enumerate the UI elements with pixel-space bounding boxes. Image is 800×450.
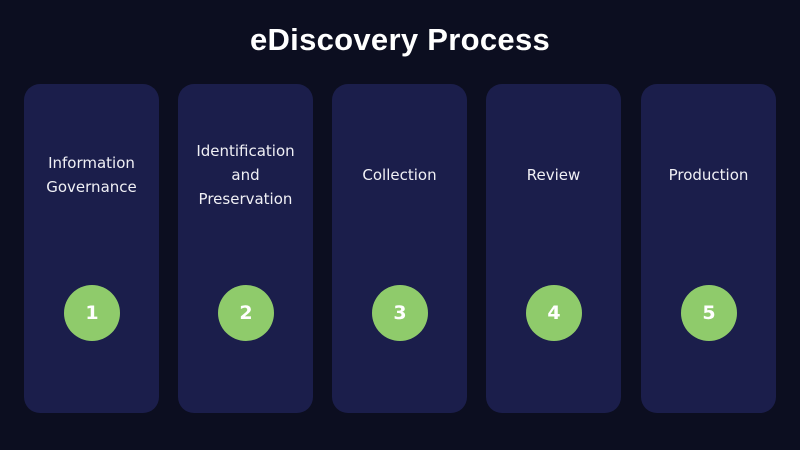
step-number-badge: 4 xyxy=(526,285,582,341)
step-number-badge: 2 xyxy=(218,285,274,341)
step-card-5: Production 5 xyxy=(641,84,776,413)
step-label: Production xyxy=(668,166,749,184)
step-number-badge: 1 xyxy=(64,285,120,341)
step-label: Review xyxy=(526,166,581,184)
step-card-3: Collection 3 xyxy=(332,84,467,413)
step-card-2: Identification and Preservation 2 xyxy=(178,84,313,413)
step-number-badge: 3 xyxy=(372,285,428,341)
step-card-4: Review 4 xyxy=(486,84,621,413)
step-label: Information Governance xyxy=(46,154,137,196)
step-label: Identification and Preservation xyxy=(196,142,295,208)
step-card-1: Information Governance 1 xyxy=(24,84,159,413)
step-number-badge: 5 xyxy=(681,285,737,341)
step-label: Collection xyxy=(362,166,437,184)
page-title: eDiscovery Process xyxy=(249,22,551,57)
